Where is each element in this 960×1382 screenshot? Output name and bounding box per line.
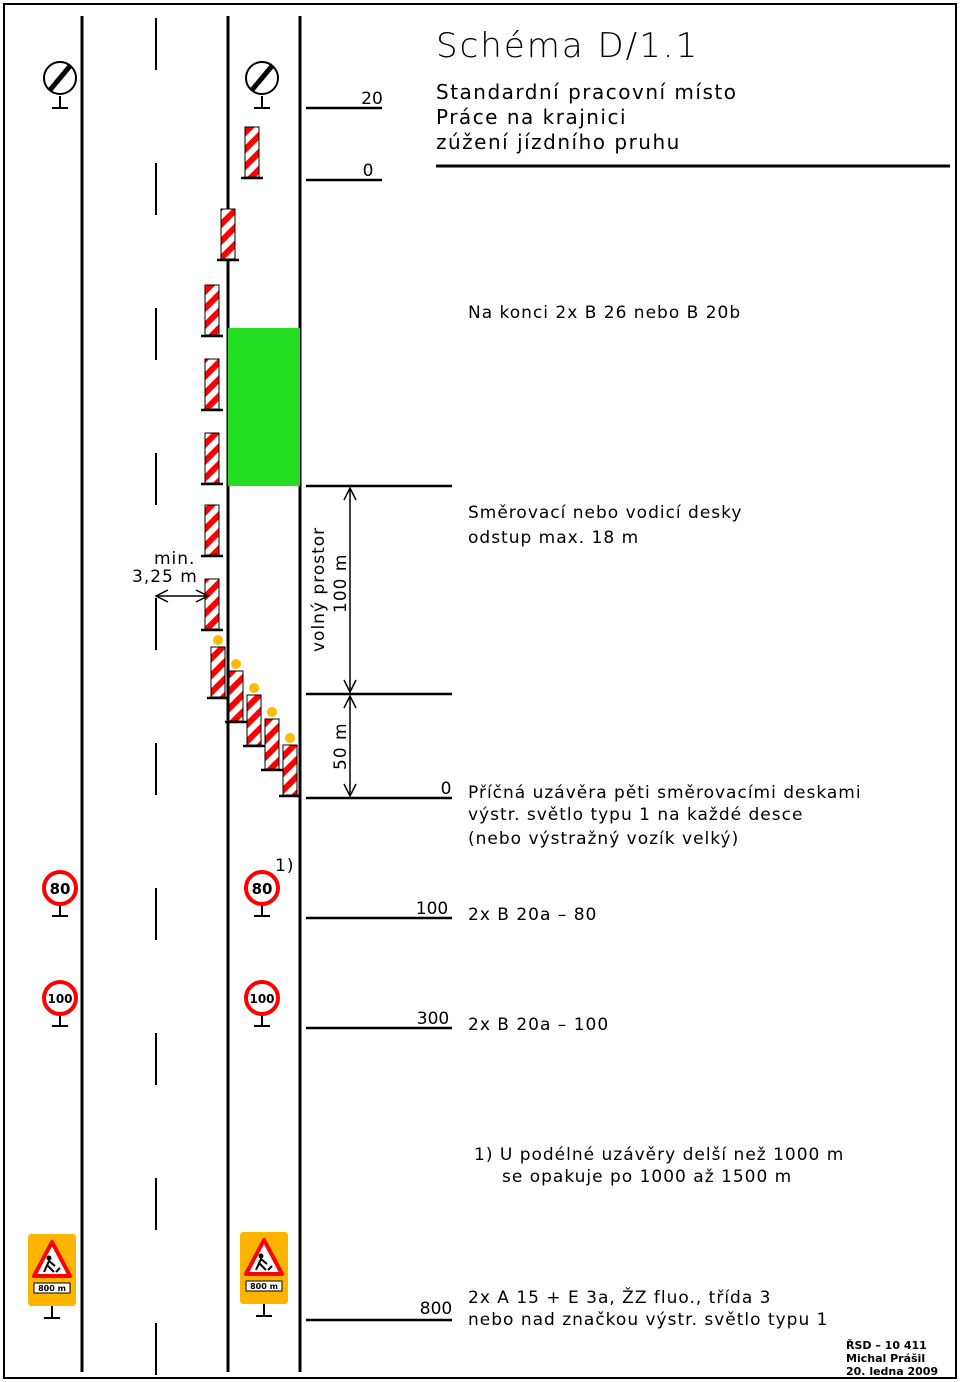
footer-author: Michal Prášil	[846, 1352, 925, 1365]
speed-limit-100-sign-left: 100	[42, 980, 78, 1027]
warning-lamp-icon	[231, 659, 241, 669]
footer-date: 20. ledna 2009	[846, 1365, 938, 1378]
speed-limit-80-label: 80	[252, 880, 273, 898]
footnote-line-2: se opakuje po 1000 až 1500 m	[502, 1167, 792, 1187]
end-of-restrictions-sign-left	[43, 61, 77, 109]
closure-note-1: Příčná uzávěra pěti směrovacími deskami	[468, 783, 862, 803]
page-frame	[3, 3, 957, 1379]
roadworks-warning-sign-left: 800 m	[28, 1234, 76, 1319]
warning-lamp-icon	[213, 635, 223, 645]
guide-board-icon	[243, 683, 265, 748]
taper-dimension	[343, 694, 357, 798]
page-title: Schéma D/1.1	[436, 26, 699, 66]
marker-label-800: 800	[420, 1299, 452, 1319]
footer-org: ŘSD – 10 411	[846, 1339, 927, 1352]
guide-board-icon	[279, 733, 301, 798]
speed-limit-sign-icon	[42, 870, 78, 906]
speed-limit-100-sign-right: 100	[244, 980, 280, 1027]
free-space-dimension	[343, 486, 357, 694]
roadworks-warning-sign-icon	[32, 1240, 72, 1278]
min-width-label: min.	[154, 549, 195, 569]
guide-board-icon	[225, 659, 247, 724]
guide-board-icon	[201, 358, 223, 412]
footnote-line-1: 1) U podélné uzávěry delší než 1000 m	[474, 1145, 844, 1165]
closure-note-2: výstr. světlo typu 1 na každé desce	[468, 805, 803, 825]
roadworks-warning-sign-icon	[244, 1238, 284, 1276]
marker-label-0: 0	[441, 779, 452, 799]
subtitle-line-1: Standardní pracovní místo	[436, 80, 737, 104]
speed-limit-sign-icon	[42, 980, 78, 1016]
speed-limit-80-sign-right: 80	[244, 870, 280, 917]
work-zone	[228, 328, 300, 486]
warning-lamp-icon	[249, 683, 259, 693]
subtitle-line-2: Práce na krajnici	[436, 105, 627, 129]
roadworks-warning-sign-right: 800 m	[240, 1232, 288, 1317]
footnote-mark: 1)	[275, 856, 294, 876]
speed-limit-80-label: 80	[50, 880, 71, 898]
end-of-restrictions-sign-right	[245, 61, 279, 109]
limit-80-note: 2x B 20a – 80	[468, 905, 597, 925]
guide-boards-note-1: Směrovací nebo vodicí desky	[468, 503, 742, 523]
closure-note-3: (nebo výstražný vozík velký)	[468, 829, 739, 849]
free-space-length: 100 m	[331, 554, 351, 613]
subtitle-line-3: zúžení jízdního pruhu	[436, 130, 681, 154]
end-signs-note: Na konci 2x B 26 nebo B 20b	[468, 303, 741, 323]
guide-board-icon	[217, 208, 239, 262]
guide-board-icon	[201, 284, 223, 338]
taper-length: 50 m	[331, 722, 351, 770]
guide-board-icon	[261, 707, 283, 772]
distance-plate-label: 800 m	[38, 1284, 66, 1293]
guide-boards	[201, 126, 301, 798]
free-space-label: volný prostor	[309, 527, 329, 652]
warning-note-2: nebo nad značkou výstr. světlo typu 1	[468, 1310, 828, 1330]
min-width-dimension	[154, 589, 210, 603]
distance-plate-label: 800 m	[250, 1282, 278, 1291]
guide-board-icon	[201, 432, 223, 486]
guide-boards-note-2: odstup max. 18 m	[468, 528, 639, 548]
speed-limit-sign-icon	[244, 980, 280, 1016]
guide-board-icon	[241, 126, 263, 180]
speed-limit-sign-icon	[244, 870, 280, 906]
limit-100-note: 2x B 20a – 100	[468, 1015, 609, 1035]
speed-limit-100-label: 100	[249, 992, 274, 1006]
warning-note-1: 2x A 15 + E 3a, ŽZ fluo., třída 3	[468, 1286, 771, 1308]
warning-lamp-icon	[267, 707, 277, 717]
min-width-value: 3,25 m	[132, 567, 198, 587]
speed-limit-80-sign-left: 80	[42, 870, 78, 917]
marker-label-20: 20	[361, 89, 383, 109]
marker-label-0-top: 0	[363, 161, 374, 181]
warning-lamp-icon	[285, 733, 295, 743]
guide-board-icon	[207, 635, 229, 700]
marker-label-300: 300	[417, 1009, 449, 1029]
speed-limit-100-label: 100	[47, 992, 72, 1006]
marker-label-100: 100	[416, 899, 448, 919]
guide-board-icon	[201, 578, 223, 632]
guide-board-icon	[201, 504, 223, 558]
